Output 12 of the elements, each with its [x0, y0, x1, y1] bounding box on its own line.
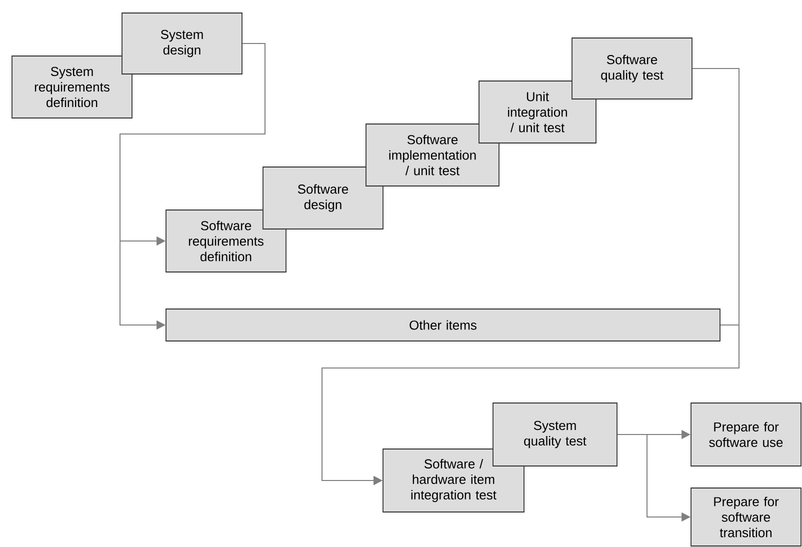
process-box: Other items: [166, 308, 720, 342]
process-box: Prepare for software transition: [690, 488, 802, 546]
process-box: Software quality test: [572, 38, 692, 100]
process-box: Unit integration / unit test: [478, 80, 596, 144]
process-box: Prepare for software use: [690, 402, 802, 466]
process-box: Software / hardware item integration test: [382, 448, 524, 512]
process-box: Software implementation / unit test: [366, 124, 500, 186]
process-box: System design: [122, 12, 242, 74]
process-box: Software design: [262, 166, 384, 230]
process-box: Software requirements definition: [166, 210, 286, 272]
process-box: System requirements definition: [12, 56, 132, 118]
process-box: System quality test: [492, 402, 618, 466]
